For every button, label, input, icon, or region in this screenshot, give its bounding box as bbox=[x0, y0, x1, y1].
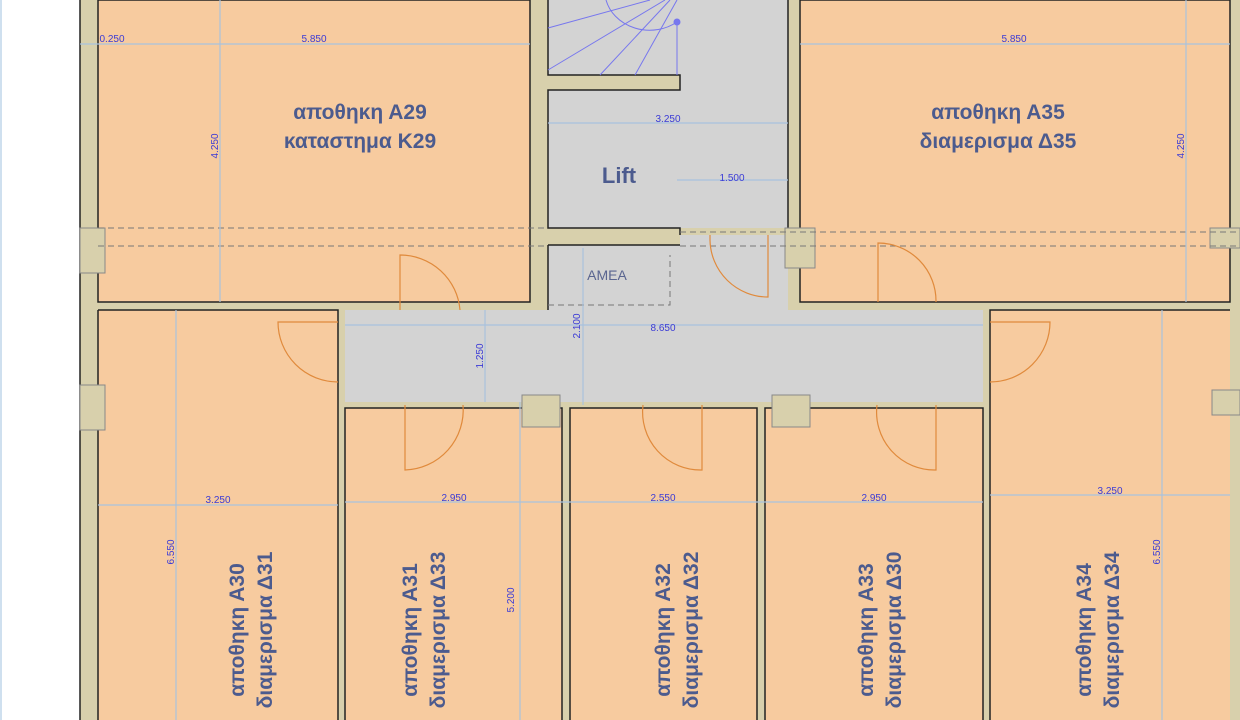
room-label-a29-line2: καταστημα Κ29 bbox=[284, 130, 436, 153]
dim-label: 2.950 bbox=[441, 493, 466, 504]
dim-label: 5.850 bbox=[301, 34, 326, 45]
stairs-icon bbox=[547, 0, 681, 76]
dim-label: 6.550 bbox=[166, 539, 177, 564]
dim-label: 6.550 bbox=[1152, 539, 1163, 564]
dim-label: 0.250 bbox=[99, 34, 124, 45]
dim-label: 4.250 bbox=[210, 133, 221, 158]
room-a35[interactable] bbox=[800, 0, 1230, 302]
room-label-a30-line2: διαμερισμα Δ31 bbox=[254, 551, 277, 708]
dim-label: 2.550 bbox=[650, 493, 675, 504]
columns bbox=[79, 227, 1240, 431]
amea-area bbox=[548, 245, 788, 315]
room-label-a29-line1: αποθηκη Α29 bbox=[293, 101, 427, 124]
room-label-a35-line1: αποθηκη Α35 bbox=[931, 101, 1065, 124]
dim-label: 3.250 bbox=[1097, 486, 1122, 497]
room-a29[interactable] bbox=[98, 0, 530, 302]
wall-outlines bbox=[97, 0, 1231, 720]
room-label-a34-line2: διαμερισμα Δ34 bbox=[1101, 551, 1124, 708]
room-label-a31-line2: διαμερισμα Δ33 bbox=[427, 552, 450, 709]
dim-label: 2.100 bbox=[572, 313, 583, 338]
beam-lines bbox=[98, 227, 1240, 306]
room-label-a33-line2: διαμερισμα Δ30 bbox=[883, 552, 906, 709]
room-a30[interactable] bbox=[98, 310, 338, 720]
dimension-labels: 0.250 5.850 4.250 5.850 4.250 3.250 1.50… bbox=[99, 34, 1187, 613]
dim-label: 2.950 bbox=[861, 493, 886, 504]
door-icons bbox=[277, 235, 1051, 471]
room-label-a32-line2: διαμερισμα Δ32 bbox=[680, 552, 703, 709]
room-label-a34-line1: αποθηκη Α34 bbox=[1073, 563, 1096, 697]
room-a31[interactable] bbox=[345, 408, 562, 720]
dim-label: 4.250 bbox=[1176, 133, 1187, 158]
dim-label: 5.850 bbox=[1001, 34, 1026, 45]
room-label-a30-line1: αποθηκη Α30 bbox=[226, 563, 249, 697]
door-opening bbox=[680, 235, 788, 255]
amea-label: AMEA bbox=[587, 267, 627, 283]
room-label-a32-line1: αποθηκη Α32 bbox=[652, 563, 675, 697]
dim-label: 5.200 bbox=[506, 587, 517, 612]
dim-label: 3.250 bbox=[205, 495, 230, 506]
dim-label: 1.500 bbox=[719, 173, 744, 184]
room-label-a31-line1: αποθηκη Α31 bbox=[399, 563, 422, 697]
dim-label: 8.650 bbox=[650, 323, 675, 334]
dim-label: 3.250 bbox=[655, 114, 680, 125]
dim-label: 1.250 bbox=[475, 343, 486, 368]
room-label-a35-line2: διαμερισμα Δ35 bbox=[920, 130, 1077, 153]
room-label-a33-line1: αποθηκη Α33 bbox=[855, 563, 878, 697]
room-a34[interactable] bbox=[990, 310, 1230, 720]
dimension-lines bbox=[80, 0, 1230, 720]
room-a33[interactable] bbox=[765, 408, 983, 720]
lift-room[interactable] bbox=[548, 90, 788, 228]
room-a32[interactable] bbox=[570, 408, 757, 720]
lift-label: Lift bbox=[602, 163, 637, 188]
